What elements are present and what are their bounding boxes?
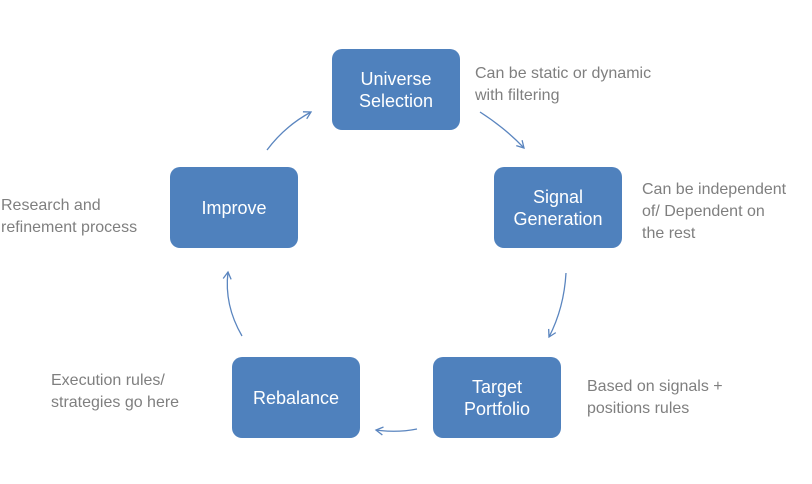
note-improve: Research and refinement process xyxy=(1,197,138,236)
node-universe-selection: Universe Selection xyxy=(332,49,460,130)
note-rebalance: Execution rules/ strategies go here xyxy=(51,372,180,411)
note-universe-selection: Can be static or dynamic with filtering xyxy=(475,65,652,104)
arrow-improve-to-universe xyxy=(266,111,313,151)
note-signal-generation: Can be independent of/ Dependent on the … xyxy=(642,181,787,242)
arrow-universe-to-signal xyxy=(479,111,525,149)
arrow-signal-to-target xyxy=(548,272,567,339)
node-universe-selection-label: Universe Selection xyxy=(358,68,434,111)
node-target-portfolio-label: Target Portfolio xyxy=(463,376,531,419)
arrow-rebalance-to-improve xyxy=(222,270,243,337)
node-improve: Improve xyxy=(170,167,298,248)
node-rebalance-label: Rebalance xyxy=(252,387,340,408)
node-target-portfolio: Target Portfolio xyxy=(433,357,561,438)
note-target-portfolio: Based on signals + positions rules xyxy=(587,378,723,417)
arrow-target-to-rebalance xyxy=(374,426,418,436)
node-rebalance: Rebalance xyxy=(232,357,360,438)
node-signal-generation: Signal Generation xyxy=(494,167,622,248)
node-signal-generation-label: Signal Generation xyxy=(513,186,603,229)
node-improve-label: Improve xyxy=(201,197,267,218)
